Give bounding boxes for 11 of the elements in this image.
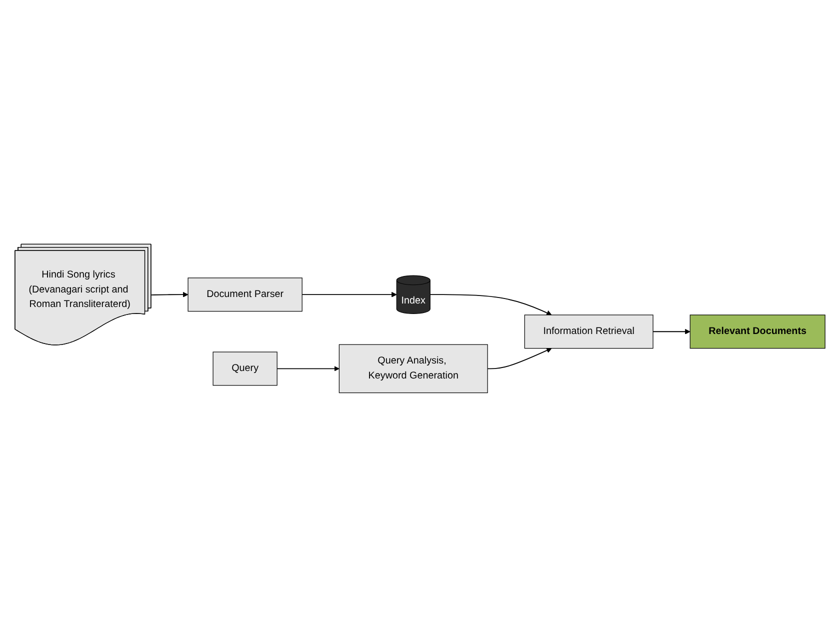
arrow bbox=[302, 292, 397, 298]
node-box: Relevant Documents bbox=[690, 314, 826, 349]
arrow bbox=[487, 348, 552, 370]
arrow bbox=[652, 328, 690, 334]
node-box: Query Analysis, Keyword Generation bbox=[338, 344, 488, 394]
node-box: Document Parser bbox=[188, 278, 302, 312]
node-box: Query bbox=[212, 352, 278, 386]
arrow bbox=[276, 366, 340, 372]
arrow bbox=[430, 294, 552, 316]
arrow bbox=[150, 292, 188, 298]
node-box: Information Retrieval bbox=[524, 314, 654, 349]
